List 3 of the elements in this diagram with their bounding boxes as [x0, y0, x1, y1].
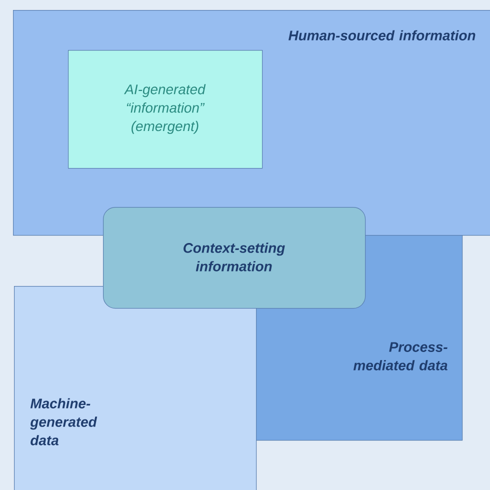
category-box: Machine-generated data [14, 286, 257, 490]
overlay-box: Context-setting information [103, 207, 366, 309]
inner-box: AI-generated “information” (emergent) [68, 50, 263, 169]
